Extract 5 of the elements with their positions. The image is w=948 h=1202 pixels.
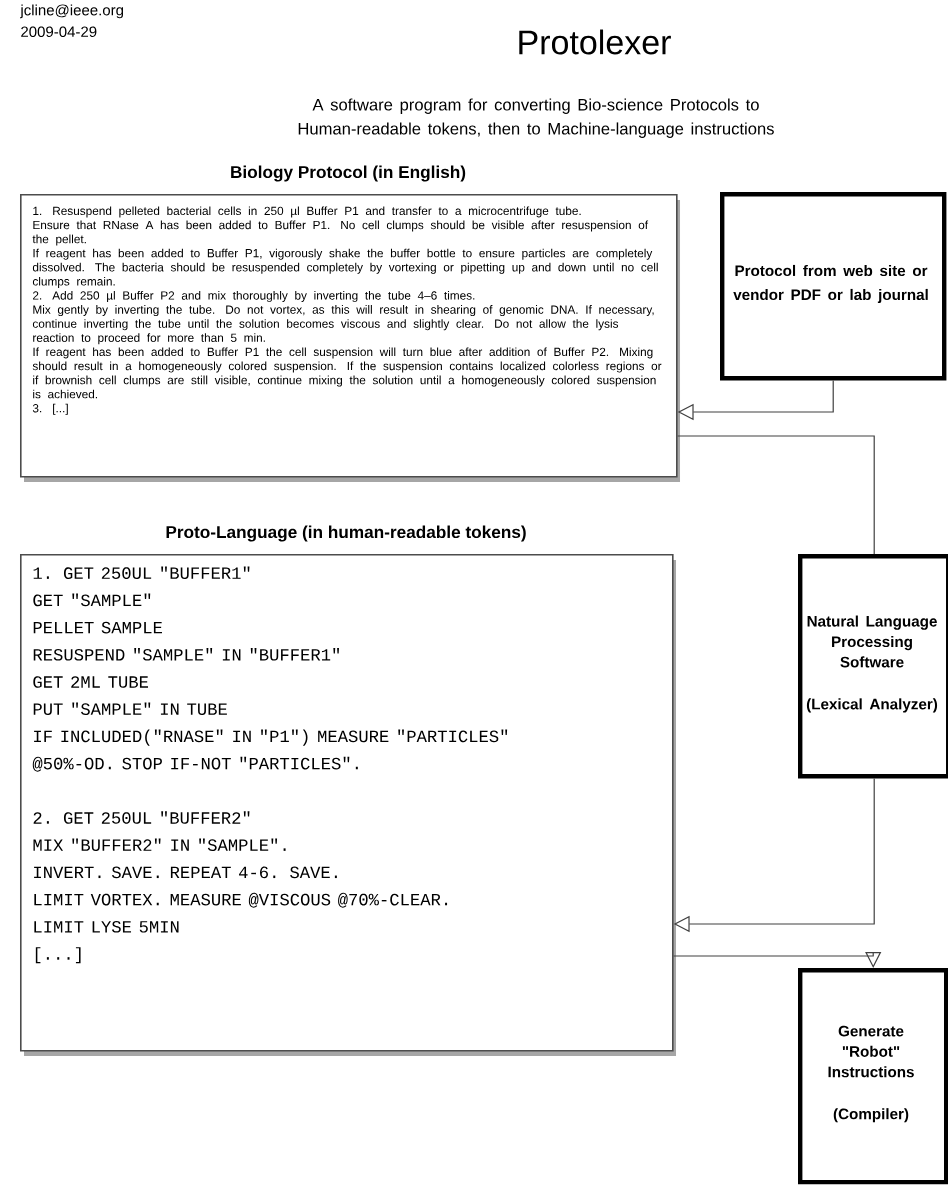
arrow	[673, 951, 882, 968]
subtitle: A software program for converting Bio-science Protocols to Human-readable tokens, then to Machine-language instructions	[298, 98, 774, 138]
title: Protolexer	[519, 29, 671, 55]
panel-heading: Proto-Language (in human-readable tokens)	[166, 525, 526, 542]
panel-heading: Biology Protocol (in English)	[231, 165, 466, 182]
